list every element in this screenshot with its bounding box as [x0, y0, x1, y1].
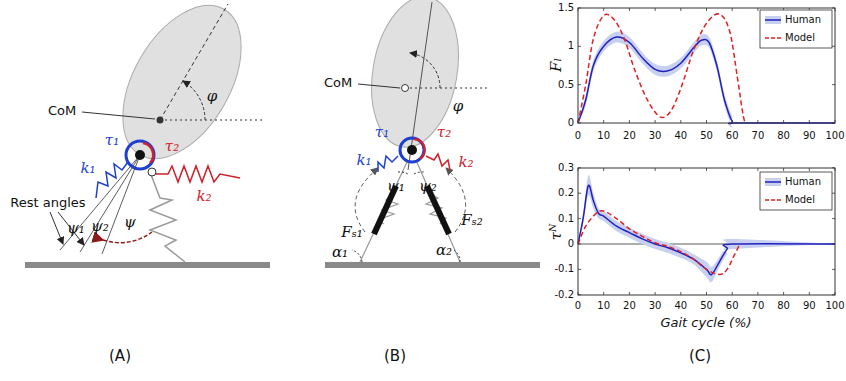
force-symbol: Fₛ₂: [461, 213, 482, 228]
tick-label: 20: [623, 301, 636, 311]
force-symbol: Fₛ₁: [341, 225, 362, 240]
model-curve: [578, 14, 745, 123]
tick-label: 0: [575, 301, 581, 311]
torque-symbol: τ₂: [437, 125, 451, 140]
human-curve: [578, 37, 835, 124]
tick-label: 90: [803, 301, 816, 311]
legend-text: Model: [785, 195, 815, 205]
panel-label: (C): [689, 349, 711, 364]
human-curve: [578, 185, 835, 275]
angle-symbol: ψ₁: [67, 221, 85, 236]
torque-symbol: τ₁: [105, 133, 119, 148]
legend-text: Human: [785, 15, 821, 25]
spring-symbol: k₁: [356, 153, 371, 168]
plots: [578, 8, 835, 295]
tick-label: 1.5: [558, 3, 574, 13]
tick-label: 70: [752, 131, 765, 141]
angle-symbol: ψ₁: [387, 179, 405, 194]
model-curve: [578, 211, 740, 275]
angle-symbol: ψ₂: [419, 179, 437, 194]
tick-label: 10: [597, 131, 610, 141]
legend-text: Human: [785, 177, 821, 187]
angle-symbol: φ: [453, 99, 464, 114]
spring-symbol: k₂: [196, 189, 211, 204]
tick-label: 80: [777, 301, 790, 311]
tick-label: 0.1: [558, 214, 574, 224]
part-label: CoM: [324, 76, 352, 89]
angle-symbol: ψ₂: [91, 219, 109, 234]
axis-label: Fₗ: [549, 58, 564, 72]
tick-label: 0.5: [558, 80, 574, 90]
angle-symbol: φ: [207, 89, 218, 104]
torque-symbol: τ₁: [375, 125, 389, 140]
angle-symbol: ψ: [124, 215, 136, 230]
tick-label: 30: [649, 131, 662, 141]
panel-a: [25, 0, 270, 268]
angle-symbol: α₂: [436, 243, 452, 258]
tick-label: 20: [623, 131, 636, 141]
tick-label: 90: [803, 131, 816, 141]
tick-label: 0.3: [558, 163, 574, 173]
tick-label: 60: [726, 301, 739, 311]
panel-label: (B): [384, 349, 406, 364]
tick-label: 40: [674, 301, 687, 311]
tick-label: 100: [825, 131, 844, 141]
note-text: Rest angles: [10, 196, 85, 209]
tick-label: 40: [674, 131, 687, 141]
panel-label: (A): [109, 349, 131, 364]
tick-label: 0.2: [558, 188, 574, 198]
angle-symbol: α₁: [332, 245, 348, 260]
tick-label: 80: [777, 131, 790, 141]
tick-label: 70: [752, 301, 765, 311]
tick-label: 0: [568, 239, 574, 249]
tick-label: 0: [575, 131, 581, 141]
tick-label: 100: [825, 301, 844, 311]
torque-symbol: τ₂: [165, 139, 179, 154]
tick-label: -0.2: [554, 290, 574, 300]
tick-label: 50: [700, 131, 713, 141]
tick-label: 30: [649, 301, 662, 311]
spring-symbol: k₁: [80, 161, 95, 176]
part-label: CoM: [48, 104, 76, 117]
tick-label: 60: [726, 131, 739, 141]
tick-label: -0.1: [554, 264, 574, 274]
tick-label: 0: [568, 118, 574, 128]
legend-text: Model: [785, 33, 815, 43]
tick-label: 10: [597, 301, 610, 311]
tick-label: 1: [568, 41, 574, 51]
panel-b: [325, 0, 540, 268]
axis-label: τᴺ: [549, 224, 564, 241]
spring-symbol: k₂: [458, 155, 473, 170]
axis-label: Gait cycle (%): [660, 316, 751, 329]
tick-label: 50: [700, 301, 713, 311]
